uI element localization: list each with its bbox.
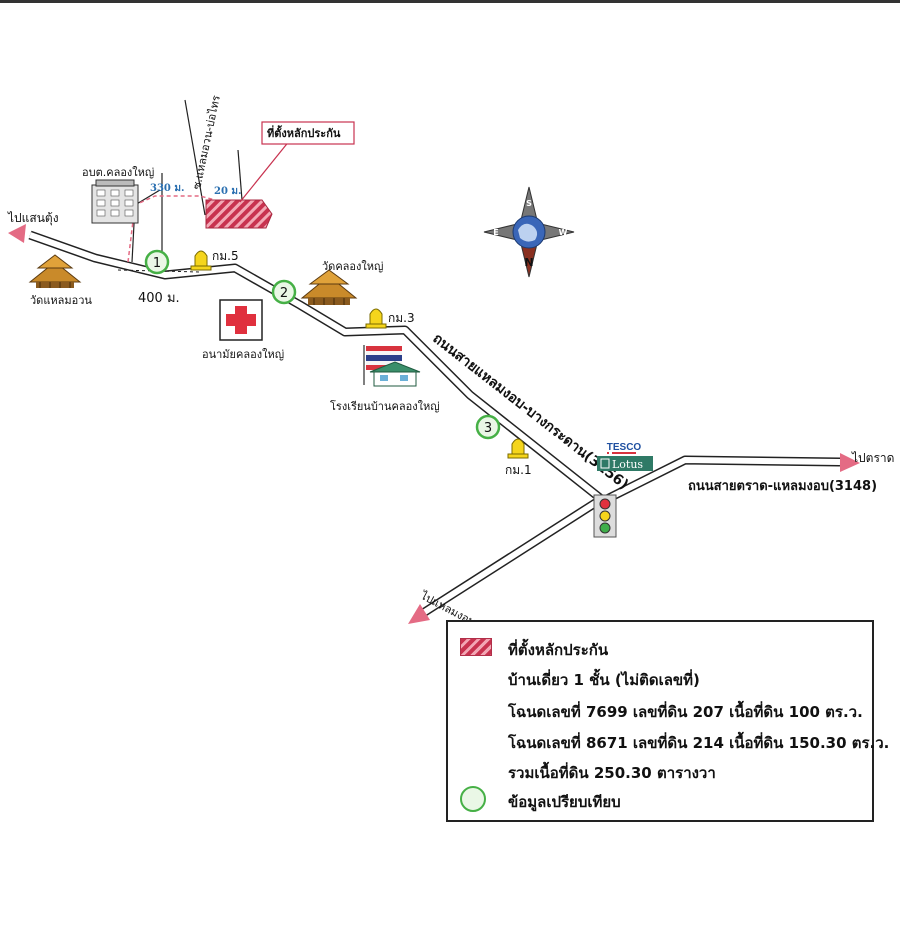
legend-comparable-label: ข้อมูลเปรียบเทียบ [508, 793, 621, 811]
obt-building-icon [91, 179, 139, 224]
traffic-light-icon [593, 494, 617, 538]
road-3156 [28, 230, 603, 502]
temple-laem-uan-label: วัดแหลมอวน [30, 294, 92, 307]
distance-20-label: 20 ม. [214, 186, 241, 197]
to-saen-tung-label: ไปแสนตุ้ง [7, 211, 59, 226]
road-to-laem-ngop [417, 496, 603, 619]
km3-label: กม.3 [388, 311, 415, 325]
school-label: โรงเรียนบ้านคลองใหญ่ [330, 399, 440, 413]
legend-total-area-label: รวมเนื้อที่ดิน 250.30 ตารางวา [508, 764, 716, 782]
compass-w-label: W [559, 228, 568, 237]
compass-rose-icon: S N E W [483, 186, 575, 278]
arrow-to-trat [840, 453, 860, 472]
comparable-marker-2-label: 2 [280, 286, 288, 301]
km3-marker-icon [365, 308, 387, 329]
temple-khlong-yai-label: วัดคลองใหญ่ [322, 260, 383, 273]
legend-deed-7699-label: โฉนดเลขที่ 7699 เลขที่ดิน 207 เนื้อที่ดิ… [508, 703, 863, 721]
distance-400-label: 400 ม. [138, 291, 180, 306]
km5-marker-icon [190, 250, 212, 271]
school-icon [363, 345, 421, 387]
temple-laem-uan-icon [28, 254, 82, 288]
collateral-callout-label: ที่ตั้งหลักประกัน [267, 125, 341, 140]
compass-n-label: N [524, 256, 533, 269]
collateral-callout [261, 121, 355, 145]
compass-e-label: E [493, 228, 498, 237]
map-legend: ที่ตั้งหลักประกัน บ้านเดี่ยว 1 ชั้น (ไม่… [446, 620, 889, 822]
comparable-marker-1-label: 1 [153, 256, 161, 271]
comparable-swatch-icon [460, 786, 486, 812]
legend-deed-8671-label: โฉนดเลขที่ 8671 เลขที่ดิน 214 เนื้อที่ดิ… [508, 734, 890, 752]
compass-s-label: S [526, 199, 532, 208]
lotus-label: Lotus [612, 458, 643, 471]
road-3148 [602, 455, 841, 505]
comparable-marker-2[interactable]: 2 [271, 279, 297, 305]
health-center-label: อนามัยคลองใหญ่ [202, 348, 284, 361]
soi-road [131, 99, 243, 265]
collateral-swatch-icon [460, 638, 492, 656]
legend-row-comparable [460, 786, 486, 812]
to-trat-label: ไปตราด [851, 451, 894, 465]
km1-label: กม.1 [505, 463, 532, 477]
top-border [0, 0, 900, 3]
health-center-icon [219, 299, 263, 341]
comparable-marker-3-label: 3 [484, 421, 492, 436]
comparable-marker-1[interactable]: 1 [144, 249, 170, 275]
km1-marker-icon [507, 438, 529, 459]
road-3148-label: ถนนสายตราด-แหลมงอบ(3148) [688, 479, 877, 494]
temple-khlong-yai-icon [300, 269, 358, 305]
km5-label: กม.5 [212, 249, 239, 263]
arrow-to-saen-tung [8, 224, 26, 243]
tesco-lotus-logo: TESCO Lotus [597, 442, 653, 471]
route-dashed [117, 195, 216, 273]
soi-name-label: ซ.แหลมอวน-บ่อไทร [190, 94, 223, 191]
legend-house-label: บ้านเดี่ยว 1 ชั้น (ไม่ติดเลขที่) [508, 671, 700, 689]
distance-330-label: 330 ม. [150, 183, 184, 194]
arrow-to-laem-ngop [408, 604, 430, 624]
tesco-label: TESCO [607, 442, 642, 453]
collateral-plot[interactable] [205, 199, 273, 229]
comparable-marker-3[interactable]: 3 [475, 414, 501, 440]
legend-collateral-label: ที่ตั้งหลักประกัน [508, 641, 609, 659]
legend-row-collateral [460, 638, 492, 656]
obt-label: อบต.คลองใหญ่ [82, 166, 154, 179]
